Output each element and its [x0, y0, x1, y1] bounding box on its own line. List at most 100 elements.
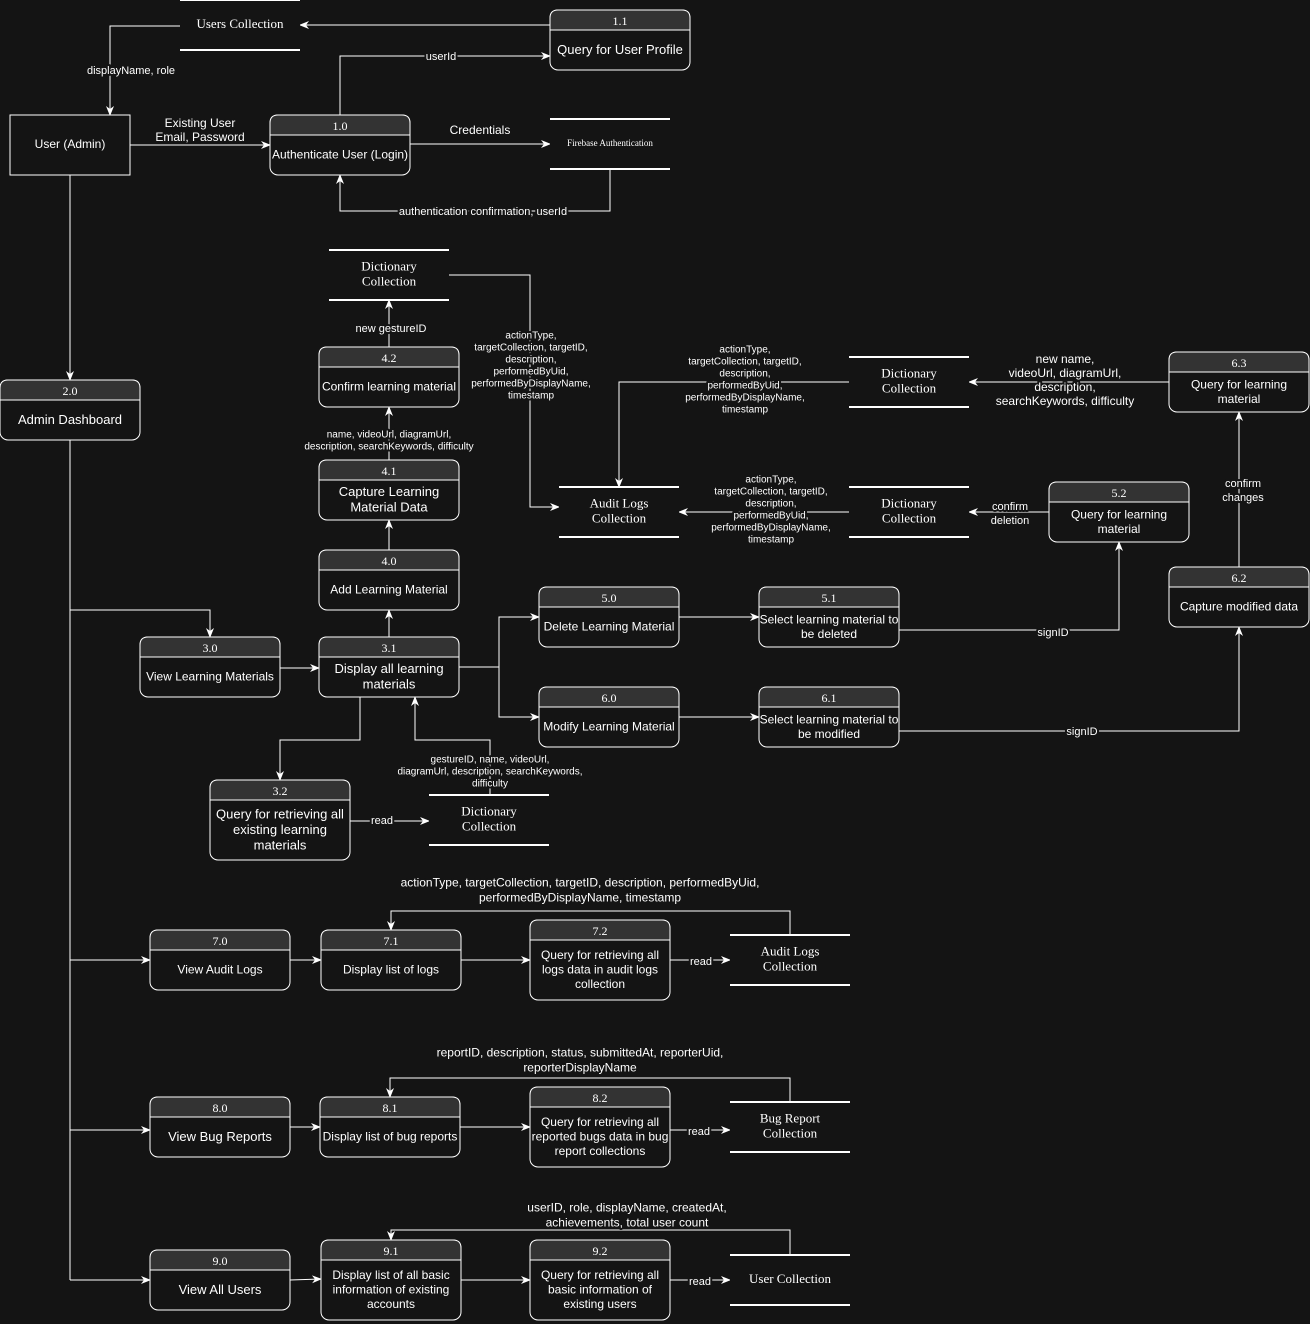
store-fill [329, 250, 449, 300]
process-header [1048, 481, 1190, 503]
process-label: Query for User Profile [557, 42, 683, 57]
process-header [320, 1239, 462, 1261]
process-number: 5.0 [602, 591, 617, 605]
process-header [149, 1096, 291, 1118]
store-fill [180, 0, 300, 50]
flow-label-gesture-fields: gestureID, name, videoUrl,diagramUrl, de… [395, 753, 584, 792]
process-label: existing learning [233, 822, 327, 837]
flow-label-text: performedByUid, [733, 511, 808, 522]
process-label: Display list of bug reports [323, 1130, 458, 1144]
process-label: Confirm learning material [322, 380, 456, 394]
f-bug-store-to-display81 [386, 1077, 791, 1102]
process-header [149, 1249, 291, 1271]
process-header [318, 636, 460, 658]
process-label: Display all learning [334, 661, 443, 676]
process-label: Modify Learning Material [543, 720, 674, 734]
process-header [529, 1086, 671, 1108]
flow-label-text: achievements, total user count [546, 1216, 709, 1230]
flow-label-text: deletion [991, 515, 1030, 527]
flow-label-text: performedByDisplayName, [711, 523, 831, 534]
process-number: 4.1 [382, 464, 397, 478]
store-label: Collection [882, 380, 937, 395]
store-label: Dictionary [361, 258, 417, 273]
f-dict-to-audit [449, 274, 560, 511]
process-label: report collections [555, 1144, 646, 1158]
process-number: 4.2 [382, 351, 397, 365]
process-header [320, 929, 462, 951]
process-header [1168, 566, 1310, 588]
process-header [529, 1239, 671, 1261]
process-label: Display list of logs [343, 963, 439, 977]
process-label: Query for learning [1191, 377, 1287, 391]
flow-label-text: signID [1066, 726, 1097, 738]
flow-label-text: reporterDisplayName [523, 1061, 637, 1075]
process-number: 4.0 [382, 554, 397, 568]
process-number: 9.2 [593, 1244, 608, 1258]
process-label: Query for retrieving all [541, 948, 659, 962]
f-users-to-entity [106, 25, 180, 116]
process-label: Query for retrieving all [541, 1268, 659, 1282]
process-number: 6.1 [822, 691, 837, 705]
process-number: 3.0 [203, 641, 218, 655]
flow-label-display-role: displayName, role [85, 63, 177, 79]
process-header [758, 686, 900, 708]
flow-label-text: performedByDisplayName, timestamp [479, 891, 681, 905]
process-number: 2.0 [63, 384, 78, 398]
process-header [269, 114, 411, 136]
flow-label-user-fields: userID, role, displayName, createdAt,ach… [525, 1199, 728, 1232]
process-header [318, 549, 460, 571]
flow-label-text: timestamp [722, 405, 769, 416]
flow-label-text: performedByDisplayName, [471, 379, 591, 390]
process-number: 8.2 [593, 1091, 608, 1105]
flow-label-text: userId [426, 51, 457, 63]
flow-label-read-82: read [686, 1124, 712, 1140]
flow-label-text: new name, [1036, 352, 1095, 366]
process-label: logs data in audit logs [542, 963, 658, 977]
process-label: View Audit Logs [177, 963, 262, 977]
flow-label-text: displayName, role [87, 65, 175, 77]
flow-label-text: gestureID, name, videoUrl, [431, 755, 550, 766]
process-label: Delete Learning Material [544, 620, 675, 634]
process-label: View Bug Reports [168, 1129, 272, 1144]
flow-label-text: confirm [992, 501, 1028, 513]
process-label: existing users [563, 1297, 636, 1311]
flow-label-text: videoUrl, diagramUrl, [1009, 366, 1122, 380]
store-label: Bug Report [760, 1110, 821, 1125]
process-header [319, 1096, 461, 1118]
flow-label-text: actionType, [745, 475, 796, 486]
flow-label-audit-fields: actionType, targetCollection, targetID, … [399, 874, 762, 907]
process-number: 5.2 [1112, 486, 1127, 500]
process-label: basic information of [548, 1283, 653, 1297]
process-label: accounts [367, 1297, 415, 1311]
store-fill [730, 935, 850, 985]
process-header [1168, 351, 1310, 373]
flow-label-name-video: name, videoUrl, diagramUrl,description, … [302, 428, 475, 455]
flow-label-text: targetCollection, targetID, [474, 343, 587, 354]
process-label: Capture Learning [339, 484, 439, 499]
process-label: material [1218, 392, 1261, 406]
f-dict32-to-display [411, 696, 491, 795]
flow-label-text: actionType, targetCollection, targetID, … [401, 876, 760, 890]
flow-label-audit-52: actionType,targetCollection, targetID,de… [709, 473, 833, 548]
process-header [318, 346, 460, 368]
store-fill [730, 1255, 850, 1305]
process-label: be deleted [801, 627, 857, 641]
store-fill [849, 487, 969, 537]
process-number: 6.0 [602, 691, 617, 705]
f-display-branch-modify [498, 667, 540, 721]
process-label: Admin Dashboard [18, 412, 122, 427]
store-fill [550, 119, 670, 169]
store-fill [849, 357, 969, 407]
